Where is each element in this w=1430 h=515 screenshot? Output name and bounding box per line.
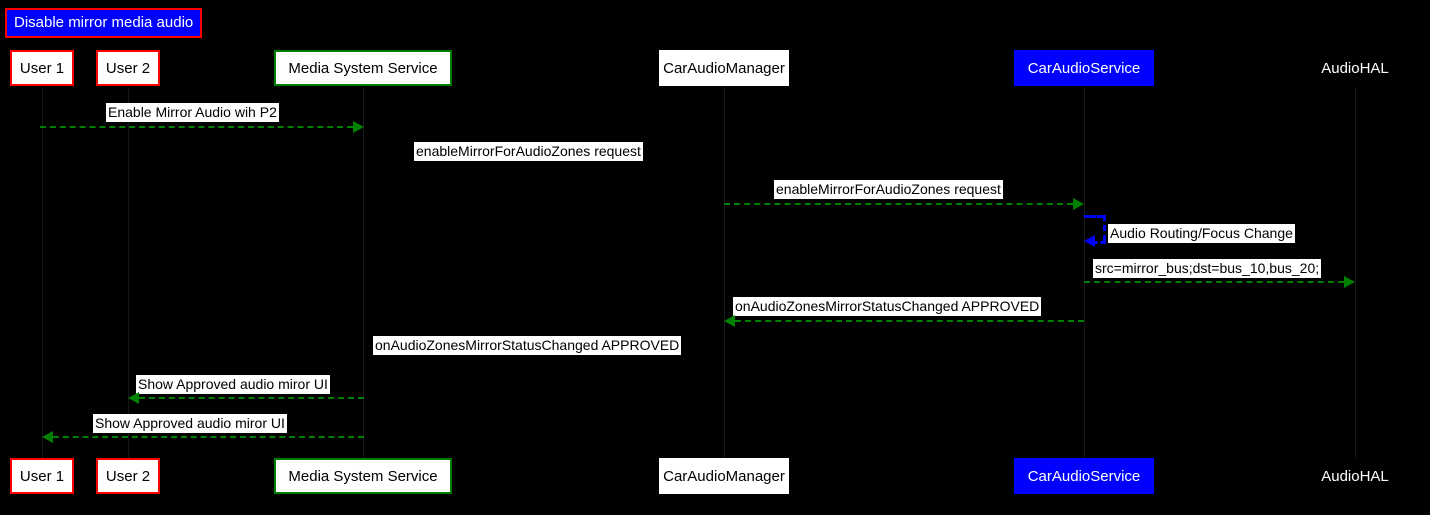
message-arrowhead-5	[1344, 276, 1355, 288]
message-label-2: enableMirrorForAudioZones request	[414, 142, 643, 161]
message-label-1: Enable Mirror Audio wih P2	[106, 103, 279, 122]
footer-participant-caraudioservice[interactable]: CarAudioService	[1014, 458, 1154, 494]
diagram-title: Disable mirror media audio	[5, 8, 203, 38]
message-label-3: enableMirrorForAudioZones request	[774, 180, 1003, 199]
message-label-7: onAudioZonesMirrorStatusChanged APPROVED	[373, 336, 682, 355]
header-participant-caraudioservice[interactable]: CarAudioService	[1014, 50, 1154, 86]
message-line-8	[139, 397, 364, 399]
footer-participant-mediasystem[interactable]: Media System Service	[274, 458, 452, 494]
message-line-9	[53, 436, 364, 438]
lifeline-audiohal	[1355, 87, 1356, 458]
lifeline-caraudioservice	[1084, 87, 1085, 458]
message-arrowhead-9	[42, 431, 53, 443]
message-label-5: src=mirror_bus;dst=bus_10,bus_20;	[1093, 259, 1322, 278]
header-participant-caraudiomanager[interactable]: CarAudioManager	[659, 50, 789, 86]
header-participant-audiohal[interactable]: AudioHAL	[1321, 59, 1389, 77]
message-label-8: Show Approved audio miror UI	[136, 375, 330, 394]
footer-participant-audiohal[interactable]: AudioHAL	[1321, 467, 1389, 485]
message-line-3	[724, 203, 1073, 205]
header-participant-user2[interactable]: User 2	[96, 50, 160, 86]
message-line-1	[40, 126, 353, 128]
lifeline-user1	[42, 87, 43, 458]
message-label-9: Show Approved audio miror UI	[93, 414, 287, 433]
lifeline-user2	[128, 87, 129, 458]
message-arrowhead-1	[353, 121, 364, 133]
message-label-6: onAudioZonesMirrorStatusChanged APPROVED	[733, 297, 1042, 316]
message-line-6	[735, 320, 1084, 322]
header-participant-user1[interactable]: User 1	[10, 50, 74, 86]
footer-participant-caraudiomanager[interactable]: CarAudioManager	[659, 458, 789, 494]
self-message-side-4	[1103, 215, 1106, 241]
self-message-top-4	[1084, 215, 1103, 218]
lifeline-mediasystem	[363, 87, 364, 458]
self-message-arrowhead-4	[1084, 235, 1095, 247]
lifeline-caraudiomanager	[724, 87, 725, 458]
footer-participant-user2[interactable]: User 2	[96, 458, 160, 494]
header-participant-mediasystem[interactable]: Media System Service	[274, 50, 452, 86]
message-arrowhead-6	[724, 315, 735, 327]
message-line-5	[1084, 281, 1344, 283]
message-label-4: Audio Routing/Focus Change	[1108, 224, 1295, 243]
message-arrowhead-8	[128, 392, 139, 404]
self-message-bottom-4	[1092, 241, 1106, 244]
message-arrowhead-3	[1073, 198, 1084, 210]
footer-participant-user1[interactable]: User 1	[10, 458, 74, 494]
